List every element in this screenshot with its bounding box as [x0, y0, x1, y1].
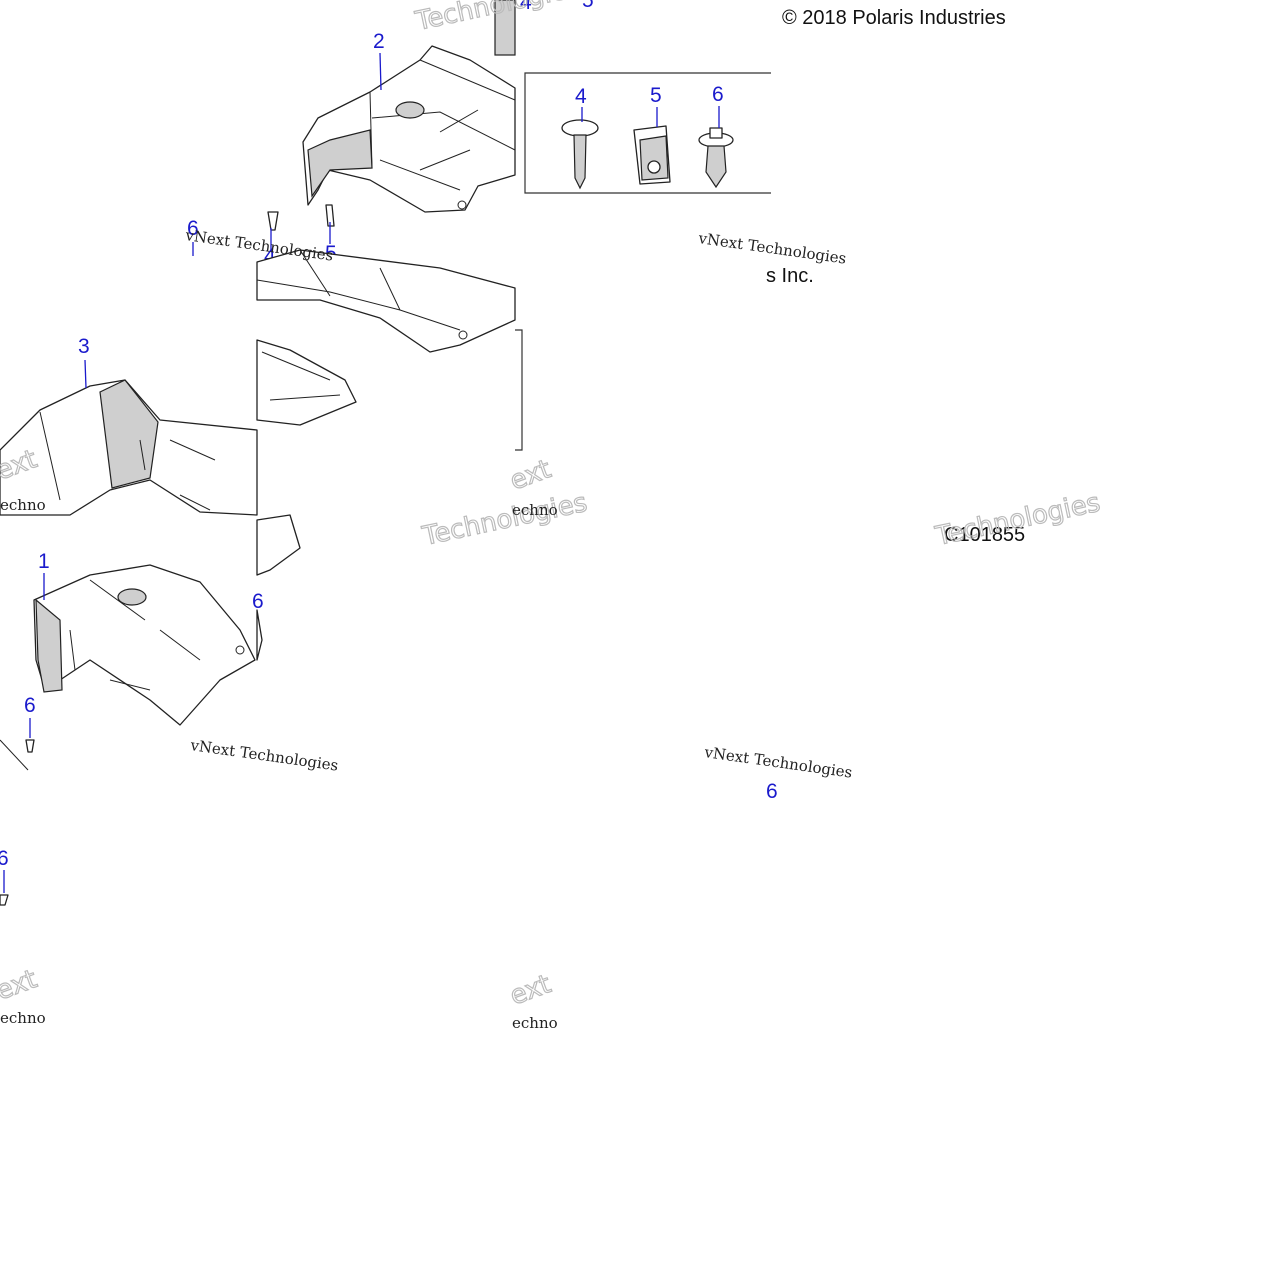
fastener-4-small [267, 211, 279, 231]
callout-3: 3 [78, 335, 90, 358]
push-rivet-icon [698, 127, 734, 189]
callout-6-a: 6 [187, 217, 199, 240]
rivet-small-2 [0, 894, 9, 906]
hardware-inset: 4 5 6 [524, 72, 771, 194]
part-1-front-fender [33, 564, 256, 726]
watermark-short-4: ext [506, 969, 555, 1011]
inset-label-4: 4 [575, 85, 587, 108]
watermark-4: vNext Technologies [702, 743, 853, 782]
watermark-short-2: ext [506, 454, 555, 496]
watermark-big-2: Technologies [419, 488, 590, 552]
drawing-code: C101855 [944, 524, 1025, 546]
watermark-2: vNext Technologies [696, 229, 847, 268]
rivet-small-1 [25, 739, 35, 753]
callout-2: 2 [373, 30, 385, 53]
callout-5-top: 5 [582, 0, 594, 12]
callout-1: 1 [38, 550, 50, 573]
watermark-tail-3: echno [0, 496, 46, 514]
fastener-5-small [325, 204, 335, 227]
part-2-rear-fender [302, 0, 516, 213]
watermark-tail-4: echno [512, 501, 558, 519]
floor-panel [256, 249, 523, 661]
watermark-short-3: ext [0, 964, 41, 1006]
watermark-tail-1: echno [0, 1009, 46, 1027]
leader-2 [379, 52, 382, 91]
copyright-tail: s Inc. [766, 265, 814, 287]
watermark-tail-2: echno [512, 1014, 558, 1032]
callout-6-d: 6 [252, 590, 264, 613]
callout-6-c: 6 [0, 847, 9, 870]
callout-4-top: 4 [520, 0, 532, 14]
part-3-panel [0, 379, 258, 516]
watermark-layer: vNext Technologies vNext Technologies vN… [0, 0, 1103, 1032]
callout-6-b: 6 [24, 694, 36, 717]
watermark-3: vNext Technologies [188, 736, 339, 775]
clip-nut-icon [633, 125, 671, 185]
watermark-1: vNext Technologies [183, 226, 334, 265]
torx-screw-icon [561, 119, 599, 190]
copyright-text: © 2018 Polaris Industries [782, 7, 1006, 29]
callout-6-e: 6 [766, 780, 778, 803]
inset-label-6: 6 [712, 83, 724, 106]
inset-label-5: 5 [650, 84, 662, 107]
